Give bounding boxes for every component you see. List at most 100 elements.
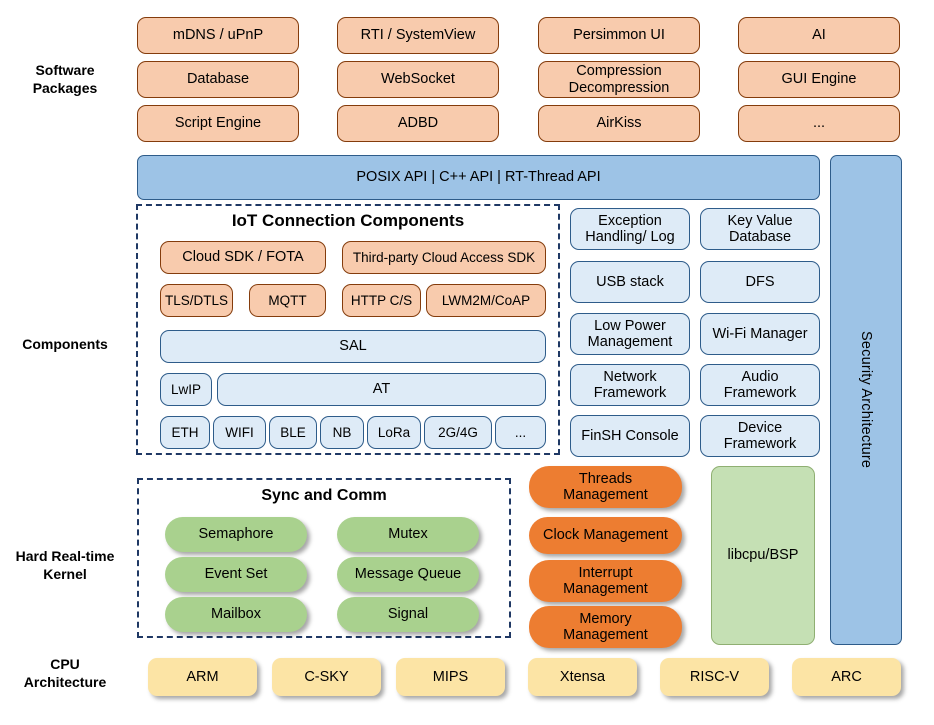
- kernel-label-line1: Interrupt: [578, 564, 633, 581]
- package-rti-systemview[interactable]: RTI / SystemView: [337, 17, 499, 54]
- iot-lwm2m-coap[interactable]: LWM2M/CoAP: [426, 284, 546, 317]
- component-label-line2: Framework: [723, 436, 797, 452]
- cpu-label: C-SKY: [304, 668, 349, 685]
- sync-message-queue[interactable]: Message Queue: [337, 557, 479, 592]
- iot-label: AT: [372, 381, 391, 398]
- cpu-label: MIPS: [432, 668, 469, 685]
- cpu-label: ARC: [831, 668, 862, 685]
- package-ai[interactable]: AI: [738, 17, 900, 54]
- sync-and-comm-group: [137, 478, 511, 638]
- row-label-cpu-architecture: CPU Architecture: [0, 656, 130, 691]
- libcpu-bsp-label: libcpu/BSP: [727, 547, 799, 564]
- iot-link-lora[interactable]: LoRa: [367, 416, 421, 449]
- component-label-line1: Low Power: [594, 317, 666, 334]
- iot-cloud-sdk-fota[interactable]: Cloud SDK / FOTA: [160, 241, 326, 274]
- component-dfs[interactable]: DFS: [700, 261, 820, 303]
- component-network-framework[interactable]: Network Framework: [570, 364, 690, 406]
- component-label-line2: Database: [728, 229, 792, 245]
- package-persimmon-ui[interactable]: Persimmon UI: [538, 17, 700, 54]
- package-more[interactable]: ...: [738, 105, 900, 142]
- iot-label: Third-party Cloud Access SDK: [352, 249, 536, 265]
- kernel-clock-management[interactable]: Clock Management: [529, 517, 682, 554]
- sync-event-set[interactable]: Event Set: [165, 557, 307, 592]
- kernel-threads-management[interactable]: Threads Management: [529, 466, 682, 508]
- sync-mailbox[interactable]: Mailbox: [165, 597, 307, 632]
- cpu-arc[interactable]: ARC: [792, 658, 901, 696]
- iot-label: 2G/4G: [438, 424, 478, 440]
- component-exception-handling-log[interactable]: Exception Handling/ Log: [570, 208, 690, 250]
- row-label-software-packages-line2: Packages: [32, 79, 98, 96]
- component-wifi-manager[interactable]: Wi-Fi Manager: [700, 313, 820, 355]
- iot-label: BLE: [280, 424, 306, 440]
- component-device-framework[interactable]: Device Framework: [700, 415, 820, 457]
- package-database[interactable]: Database: [137, 61, 299, 98]
- iot-link-ble[interactable]: BLE: [269, 416, 317, 449]
- sync-label: Semaphore: [198, 526, 274, 543]
- cpu-label: ARM: [186, 668, 219, 685]
- kernel-label-line2: Management: [563, 581, 648, 597]
- iot-label: SAL: [339, 338, 367, 355]
- component-audio-framework[interactable]: Audio Framework: [700, 364, 820, 406]
- component-key-value-database[interactable]: Key Value Database: [700, 208, 820, 250]
- row-label-kernel-line1: Hard Real-time: [15, 548, 115, 564]
- package-compression-decompression[interactable]: Compression Decompression: [538, 61, 700, 98]
- kernel-label: Clock Management: [543, 527, 668, 544]
- sync-mutex[interactable]: Mutex: [337, 517, 479, 552]
- iot-label: LoRa: [377, 424, 411, 440]
- iot-third-party-cloud-access-sdk[interactable]: Third-party Cloud Access SDK: [342, 241, 546, 274]
- iot-link-nb[interactable]: NB: [320, 416, 364, 449]
- iot-label: LwIP: [170, 381, 201, 397]
- sync-semaphore[interactable]: Semaphore: [165, 517, 307, 552]
- iot-mqtt[interactable]: MQTT: [249, 284, 326, 317]
- component-finsh-console[interactable]: FinSH Console: [570, 415, 690, 457]
- iot-tls-dtls[interactable]: TLS/DTLS: [160, 284, 233, 317]
- sync-label: Mutex: [388, 526, 428, 543]
- row-label-cpu-line2: Architecture: [23, 673, 107, 690]
- kernel-memory-management[interactable]: Memory Management: [529, 606, 682, 648]
- sync-signal[interactable]: Signal: [337, 597, 479, 632]
- package-adbd[interactable]: ADBD: [337, 105, 499, 142]
- iot-label: ETH: [171, 424, 199, 440]
- package-label: Script Engine: [174, 115, 262, 132]
- row-label-kernel-line2: Kernel: [43, 565, 87, 582]
- iot-http-cs[interactable]: HTTP C/S: [342, 284, 421, 317]
- package-airkiss[interactable]: AirKiss: [538, 105, 700, 142]
- cpu-xtensa[interactable]: Xtensa: [528, 658, 637, 696]
- cpu-c-sky[interactable]: C-SKY: [272, 658, 381, 696]
- component-label-line1: Network: [603, 368, 657, 385]
- iot-link-2g-4g[interactable]: 2G/4G: [424, 416, 492, 449]
- row-label-software-packages: Software Packages: [0, 62, 130, 97]
- cpu-risc-v[interactable]: RISC-V: [660, 658, 769, 696]
- component-label-line1: Audio: [741, 368, 779, 385]
- component-label: USB stack: [596, 273, 664, 290]
- iot-link-more[interactable]: ...: [495, 416, 546, 449]
- iot-sal[interactable]: SAL: [160, 330, 546, 363]
- package-mdns-upnp[interactable]: mDNS / uPnP: [137, 17, 299, 54]
- package-label: ADBD: [397, 115, 439, 132]
- iot-at[interactable]: AT: [217, 373, 546, 406]
- api-bar[interactable]: POSIX API | C++ API | RT-Thread API: [137, 155, 820, 200]
- package-websocket[interactable]: WebSocket: [337, 61, 499, 98]
- security-architecture-column[interactable]: Security Architecture: [830, 155, 902, 645]
- package-gui-engine[interactable]: GUI Engine: [738, 61, 900, 98]
- package-label: Persimmon UI: [573, 27, 665, 44]
- component-low-power-management[interactable]: Low Power Management: [570, 313, 690, 355]
- cpu-arm[interactable]: ARM: [148, 658, 257, 696]
- cpu-mips[interactable]: MIPS: [396, 658, 505, 696]
- kernel-label-line2: Management: [563, 627, 648, 643]
- iot-label: HTTP C/S: [350, 292, 413, 308]
- iot-lwip[interactable]: LwIP: [160, 373, 212, 406]
- row-label-kernel: Hard Real-time Kernel: [0, 548, 130, 583]
- libcpu-bsp-block[interactable]: libcpu/BSP: [711, 466, 815, 645]
- package-script-engine[interactable]: Script Engine: [137, 105, 299, 142]
- kernel-interrupt-management[interactable]: Interrupt Management: [529, 560, 682, 602]
- component-usb-stack[interactable]: USB stack: [570, 261, 690, 303]
- iot-link-wifi[interactable]: WIFI: [213, 416, 266, 449]
- iot-connection-components-title: IoT Connection Components: [231, 211, 465, 230]
- package-label: AI: [812, 27, 826, 44]
- component-label: Wi-Fi Manager: [712, 325, 808, 342]
- row-label-components: Components: [0, 336, 130, 354]
- iot-link-eth[interactable]: ETH: [160, 416, 210, 449]
- component-label-line2: Management: [587, 334, 673, 350]
- package-label: mDNS / uPnP: [172, 27, 264, 44]
